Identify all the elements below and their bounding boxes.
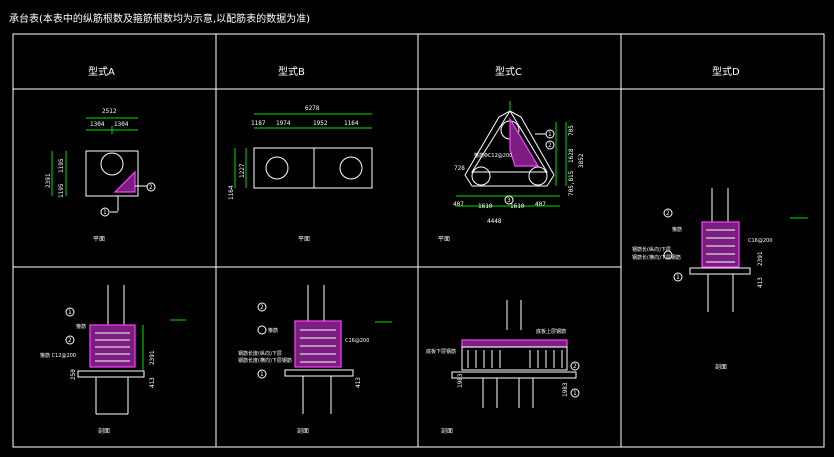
d-sec-note3: 钢筋长(纵向)下层 (632, 246, 671, 253)
mark-a-2: 2 (149, 184, 153, 191)
b-sec-note2: C16@200 (345, 338, 369, 344)
dim-c-b2: 1610 (478, 203, 493, 210)
drawing-title: 承台表(本表中的纵筋根数及箍筋根数均为示意,以配筋表的数据为准) (9, 12, 310, 25)
dim-c-b4: 407 (535, 201, 546, 208)
mark-c-sec-2: 2 (573, 363, 577, 370)
type-b-plan-label: 平面 (298, 236, 310, 243)
dim-c-b1: 407 (453, 201, 464, 208)
type-a-section (65, 285, 186, 415)
dim-d-r2: 413 (757, 277, 764, 288)
b-sec-note3: 钢筋长度(纵向)下层 (238, 350, 282, 357)
dim-b-s3: 1952 (313, 120, 328, 127)
dim-a-left: 2391 (45, 173, 52, 188)
dim-b-s4: 1164 (344, 120, 359, 127)
mark-a-sec-2: 2 (68, 337, 72, 344)
dim-c-b3: 1610 (510, 203, 525, 210)
dim-c-left: 728 (454, 165, 465, 172)
type-c-section (451, 300, 580, 408)
dim-c-b5: 4448 (487, 218, 502, 225)
dim-b-s1: 1187 (251, 120, 266, 127)
mark-d-sec-2: 2 (666, 210, 670, 217)
mark-d-sec-1: 1 (676, 274, 680, 281)
type-a-plan-label: 平面 (93, 236, 105, 243)
dim-a-half2: 1304 (114, 121, 129, 128)
c-sec-note2: 底板下层钢筋 (426, 348, 456, 355)
dim-d-r: 2391 (757, 251, 764, 266)
b-sec-note1: 箍筋 (268, 327, 278, 334)
dim-c-sec-r: 1983 (562, 382, 569, 397)
dim-a-left1: 1195 (58, 158, 65, 173)
type-b-plan (234, 113, 373, 189)
mark-b-sec-1: 1 (260, 371, 264, 378)
type-b-section-label: 剖面 (297, 427, 309, 435)
mark-a-sec-1: 1 (68, 309, 72, 316)
type-c-plan-label: 平面 (438, 236, 450, 243)
dim-b-left1: 1227 (239, 163, 246, 178)
c-sec-note1: 底板上层钢筋 (536, 328, 566, 335)
dim-a-sec-r: 2391 (149, 350, 156, 365)
dim-b-sec-r: 413 (355, 377, 362, 388)
mark-c-3: 3 (507, 197, 511, 204)
dim-b-left2: 1164 (228, 185, 235, 200)
type-c-section-label: 剖面 (441, 427, 453, 435)
type-d-section (663, 188, 808, 312)
type-b-label: 型式B (278, 65, 305, 78)
type-c-plan (456, 101, 567, 207)
mark-b-sec-2: 2 (260, 304, 264, 311)
mark-a-1: 1 (103, 209, 107, 216)
dim-a-top: 2512 (102, 108, 117, 115)
dim-c-r4: 705,815 (568, 170, 575, 196)
type-a-section-label: 剖面 (98, 427, 110, 435)
dim-a-left2: 1195 (58, 183, 65, 198)
mark-c-1: 1 (548, 131, 552, 138)
dim-c-r3: 3852 (578, 153, 585, 168)
dim-b-top: 6278 (305, 105, 320, 112)
dim-a-sec-b1: 250 (70, 369, 77, 380)
d-sec-note1: 箍筋 (672, 226, 682, 233)
dim-c-note: 箍筋ΦC12@200 (474, 152, 512, 159)
dim-c-r1: 705 (568, 125, 575, 136)
type-c-label: 型式C (495, 65, 522, 78)
d-sec-note4: 钢筋长(横向)下层钢筋 (632, 254, 681, 261)
dim-a-sec-b2: 413 (149, 377, 156, 388)
dim-c-r2: 1628 (568, 148, 575, 163)
d-sec-note2: C16@200 (748, 238, 772, 244)
mark-c-2: 2 (548, 142, 552, 149)
type-b-section (257, 285, 392, 414)
a-sec-note1: 箍筋 (76, 323, 86, 330)
dim-a-half1: 1304 (90, 121, 105, 128)
type-d-section-label: 剖面 (715, 363, 727, 371)
dim-c-sec-l: 1983 (457, 373, 464, 388)
mark-c-sec-1: 1 (573, 390, 577, 397)
table-grid (12, 33, 825, 448)
type-a-plan (51, 117, 156, 217)
a-sec-note2: 箍筋 C12@200 (40, 352, 76, 359)
dim-b-s2: 1974 (276, 120, 291, 127)
type-a-label: 型式A (88, 65, 115, 78)
type-d-label: 型式D (712, 65, 740, 78)
b-sec-note4: 钢筋长度(横向)下层钢筋 (238, 357, 292, 364)
